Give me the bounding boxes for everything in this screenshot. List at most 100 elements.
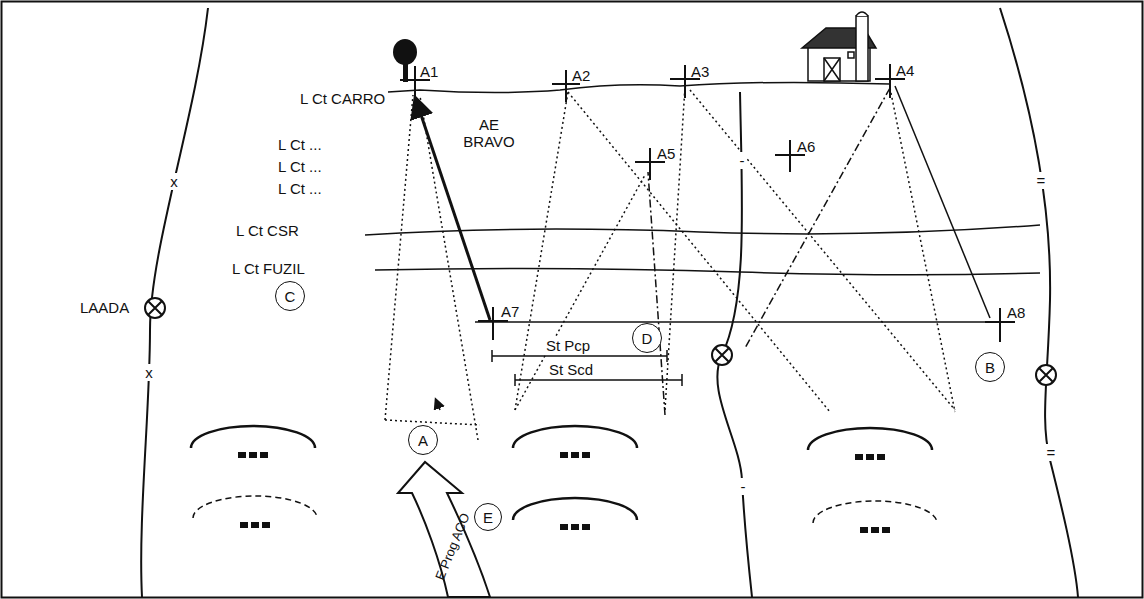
unit-dots	[571, 452, 579, 458]
circled-letter: C	[275, 281, 305, 311]
position-arc	[808, 428, 932, 450]
unit-dots	[260, 452, 268, 458]
map-label: L Ct ...	[278, 180, 322, 197]
circle-x-symbol	[1039, 368, 1053, 382]
circled-letter: A	[408, 425, 438, 455]
boundary-line	[1000, 8, 1078, 597]
unit-dots	[882, 527, 890, 533]
target-label: A6	[797, 138, 815, 155]
circle-x-symbol	[1036, 365, 1056, 385]
boundary-mark: =	[1046, 444, 1057, 461]
dash-dot-line	[648, 172, 665, 415]
map-label: St Pcp	[545, 337, 591, 354]
circle-x-symbol	[148, 301, 162, 315]
control-line	[388, 82, 890, 92]
target-label: A4	[896, 62, 914, 79]
unit-dots	[860, 527, 868, 533]
dash-dot-line	[648, 88, 890, 415]
position-arc	[193, 496, 317, 518]
target-label: A2	[572, 67, 590, 84]
target-label: A8	[1007, 304, 1025, 321]
barn-icon	[856, 12, 868, 16]
circle-x-symbol	[145, 298, 1056, 385]
tree-icon	[393, 39, 417, 65]
circled-letter: D	[632, 323, 662, 353]
control-line	[365, 225, 1040, 235]
fire-sector-line	[568, 92, 830, 412]
unit-dots	[855, 454, 863, 460]
barn-icon	[802, 12, 876, 81]
barn-icon	[848, 52, 854, 58]
fire-sector-line	[665, 86, 685, 410]
boundary-mark: x	[169, 173, 179, 190]
circled-letter: E	[474, 503, 502, 531]
position-arc	[513, 498, 637, 520]
unit-dots	[582, 452, 590, 458]
unit-dots	[238, 452, 890, 533]
map-label: L Ct CSR	[236, 222, 299, 239]
position-arc	[513, 426, 637, 448]
unit-dots	[262, 522, 270, 528]
map-label: L Ct FUZIL	[232, 260, 305, 277]
target-label: A3	[691, 63, 709, 80]
circle-x-symbol	[712, 345, 732, 365]
circle-x-symbol	[715, 348, 729, 362]
map-label: AE BRAVO	[458, 116, 520, 150]
target-label: A1	[420, 63, 438, 80]
axis-of-advance-arrow	[398, 462, 490, 597]
unit-dots	[240, 522, 248, 528]
control-line	[365, 82, 1040, 386]
dash-dot-line	[745, 88, 890, 348]
node-letter: D	[642, 330, 653, 347]
fire-line	[895, 86, 990, 318]
map-label: LAADA	[80, 299, 129, 316]
unit-dots	[560, 452, 568, 458]
tree-icon	[403, 62, 408, 82]
fire-sector-line	[385, 420, 480, 425]
unit-dots	[560, 524, 568, 530]
barn-icon	[856, 16, 868, 81]
position-arc	[191, 426, 937, 523]
target-label: A5	[657, 145, 675, 162]
position-arc	[191, 426, 315, 448]
tree-icon	[393, 39, 417, 82]
node-letter: C	[285, 288, 296, 305]
fire-sector-line	[690, 90, 955, 410]
target-label: A7	[501, 303, 519, 320]
boundary-mark: x	[144, 364, 154, 381]
boundary-line	[141, 8, 1078, 597]
unit-dots	[571, 524, 579, 530]
map-label: L Ct CARRO	[300, 90, 385, 107]
unit-dots	[877, 454, 885, 460]
fire-sector-line	[515, 175, 645, 410]
unit-dots	[249, 452, 257, 458]
node-letter: E	[483, 509, 493, 526]
circled-letter: B	[975, 352, 1005, 382]
position-arc	[813, 501, 937, 523]
barn-icon	[824, 58, 840, 81]
map-label: L Ct ...	[278, 136, 322, 153]
boundary-mark: -	[739, 152, 746, 169]
boundary-mark: -	[740, 478, 747, 495]
barn-icon	[824, 58, 840, 81]
control-line	[475, 321, 1005, 323]
fire-sector-line	[385, 95, 413, 420]
small-arrow	[436, 400, 440, 410]
unit-dots	[582, 524, 590, 530]
map-label: St Scd	[548, 361, 594, 378]
fire-sector-line	[385, 86, 955, 440]
node-letter: B	[985, 359, 995, 376]
circle-x-symbol	[145, 298, 165, 318]
unit-dots	[871, 527, 879, 533]
target-cross	[400, 64, 1015, 342]
fire-sector-line	[890, 88, 955, 412]
control-line	[515, 374, 682, 386]
boundary-mark: =	[1036, 172, 1047, 189]
unit-dots	[238, 452, 246, 458]
unit-dots	[866, 454, 874, 460]
node-letter: A	[418, 432, 428, 449]
unit-dots	[251, 522, 259, 528]
map-label: L Ct ...	[278, 158, 322, 175]
